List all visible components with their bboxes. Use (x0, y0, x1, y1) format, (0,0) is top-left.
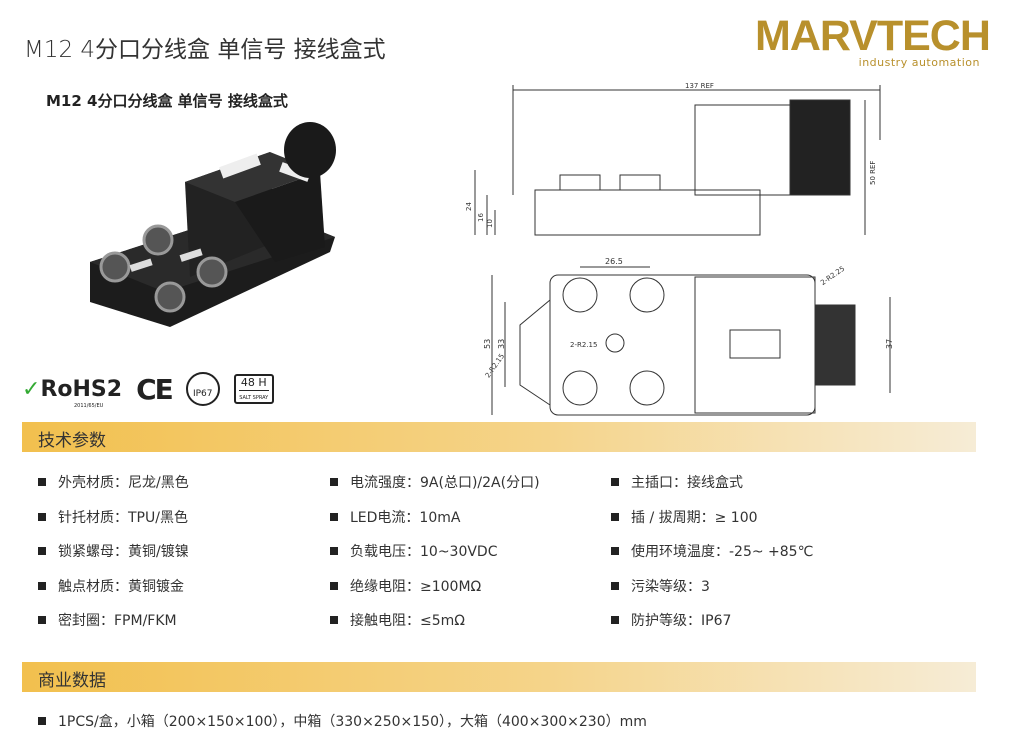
svg-text:33: 33 (497, 339, 506, 349)
bullet-icon (330, 616, 338, 624)
svg-text:2-R2.15: 2-R2.15 (570, 341, 597, 349)
svg-text:53: 53 (483, 339, 492, 349)
bullet-icon (611, 547, 619, 555)
section-business-data: 商业数据 (22, 662, 976, 692)
spec-item: 污染等级：3 (611, 576, 710, 596)
spec-item: 负载电压：10~30VDC (330, 541, 498, 561)
svg-text:137 REF: 137 REF (685, 82, 714, 90)
svg-text:24: 24 (465, 202, 473, 211)
bullet-icon (611, 581, 619, 590)
spec-item: 电流强度：9A(总口)/2A(分口) (330, 472, 540, 492)
bullet-icon (330, 547, 338, 555)
svg-text:26.5: 26.5 (605, 257, 623, 266)
top-view-drawing: 26.5 53 33 2-R2.15 2-R2.15 2-R2.25 37 (483, 257, 894, 416)
bullet-icon (330, 478, 338, 486)
side-view-drawing: 137 REF 24 16 10 50 REF (465, 82, 881, 236)
spec-item: 防护等级：IP67 (611, 610, 731, 630)
bullet-icon (611, 616, 619, 624)
spec-item: 接触电阻：≤5mΩ (330, 610, 465, 630)
svg-text:2-R2.25: 2-R2.25 (819, 265, 846, 287)
svg-text:16: 16 (477, 213, 485, 222)
spec-item: LED电流：10mA (330, 507, 460, 527)
logo-brand: MARVTECH (755, 12, 991, 60)
bullet-icon (38, 547, 46, 555)
svg-text:37: 37 (885, 339, 894, 349)
bullet-icon (38, 616, 46, 624)
bullet-icon (330, 512, 338, 521)
product-image (90, 122, 336, 327)
spec-item: 触点材质：黄铜镀金 (38, 576, 184, 596)
spec-item: 外壳材质：尼龙/黑色 (38, 472, 189, 492)
logo-tagline: industry automation (858, 56, 980, 69)
spec-item: 主插口：接线盒式 (611, 472, 743, 492)
logo: MARVTECH industry automation (755, 12, 991, 70)
bullet-icon (38, 717, 46, 725)
spec-item: 绝缘电阻：≥100MΩ (330, 576, 481, 596)
svg-text:50 REF: 50 REF (869, 161, 877, 185)
bullet-icon (611, 512, 619, 521)
ce-mark: CE (136, 372, 174, 406)
spec-item: 针托材质：TPU/黑色 (38, 507, 188, 527)
business-item: 1PCS/盒，小箱（200×150×100），中箱（330×250×150），大… (38, 711, 647, 731)
spec-item: 密封圈：FPM/FKM (38, 610, 177, 630)
product-subtitle: M12 4分口分线盒 单信号 接线盒式 (46, 92, 288, 110)
bullet-icon (330, 581, 338, 590)
svg-text:2-R2.15: 2-R2.15 (484, 352, 506, 379)
spec-item: 锁紧螺母：黄铜/镀镍 (38, 541, 189, 561)
bullet-icon (38, 478, 46, 486)
spec-item: 使用环境温度：-25~ +85℃ (611, 541, 813, 561)
page-title: M12 4分口分线盒 单信号 接线盒式 (24, 37, 386, 63)
bullet-icon (38, 581, 46, 590)
svg-text:10: 10 (486, 219, 494, 228)
spec-item: 插 / 拔周期：≥ 100 (611, 507, 758, 527)
ip67-badge: IP67 (185, 372, 220, 406)
section-tech-specs: 技术参数 (22, 422, 976, 452)
bullet-icon (38, 512, 46, 521)
bullet-icon (611, 478, 619, 486)
